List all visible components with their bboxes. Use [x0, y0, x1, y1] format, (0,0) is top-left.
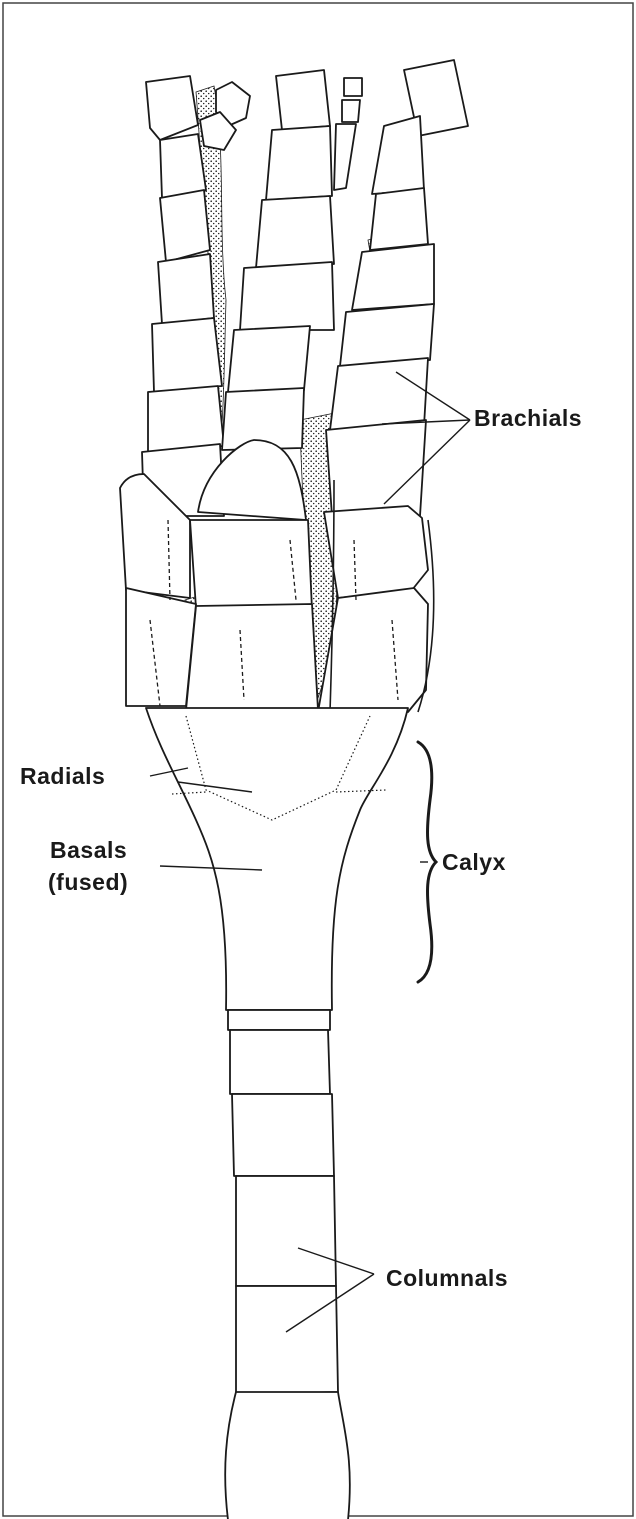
- column: [225, 1010, 350, 1519]
- calyx-label: Calyx: [442, 849, 506, 875]
- brachial-plate: [340, 304, 434, 366]
- brachial-plate: [352, 244, 434, 310]
- brachial-plate: [334, 124, 356, 190]
- columnal-plate: [225, 1392, 350, 1519]
- brachial-plate: [160, 190, 210, 262]
- brachial-plate: [330, 358, 428, 430]
- arm-base-plate: [190, 520, 312, 610]
- arm-base-plate: [186, 604, 318, 710]
- brachial-plate: [228, 326, 310, 392]
- arm-base-plate: [324, 506, 428, 598]
- columnal-plate: [230, 1030, 330, 1094]
- brachial-plate: [146, 76, 198, 140]
- brachial-plate: [326, 420, 426, 516]
- brachial-plate: [372, 116, 424, 194]
- brachials-label: Brachials: [474, 405, 582, 431]
- columnal-plate: [236, 1176, 336, 1286]
- brachial-plate: [276, 70, 330, 130]
- basals-fused: [146, 708, 408, 1010]
- columnal-plate: [228, 1010, 330, 1030]
- brachial-plate: [370, 188, 428, 250]
- brachial-plate: [148, 386, 224, 452]
- basals-fused-label: (fused): [48, 869, 128, 895]
- columnals-label: Columnals: [386, 1265, 508, 1291]
- columnal-plate: [236, 1286, 338, 1394]
- brachial-plate: [266, 126, 332, 200]
- brachial-plate: [342, 100, 360, 122]
- brachial-plate: [152, 318, 222, 392]
- brachial-plate: [344, 78, 362, 96]
- basal-cup: [146, 708, 408, 1010]
- brachial-plate: [158, 254, 214, 324]
- columnal-plate: [232, 1094, 334, 1176]
- radials-label: Radials: [20, 763, 105, 789]
- basals-label: Basals: [50, 837, 127, 863]
- brachial-plate: [256, 196, 334, 268]
- brachial-plate: [240, 262, 334, 330]
- brachial-plate: [160, 134, 206, 198]
- arm-base-plate: [126, 588, 196, 706]
